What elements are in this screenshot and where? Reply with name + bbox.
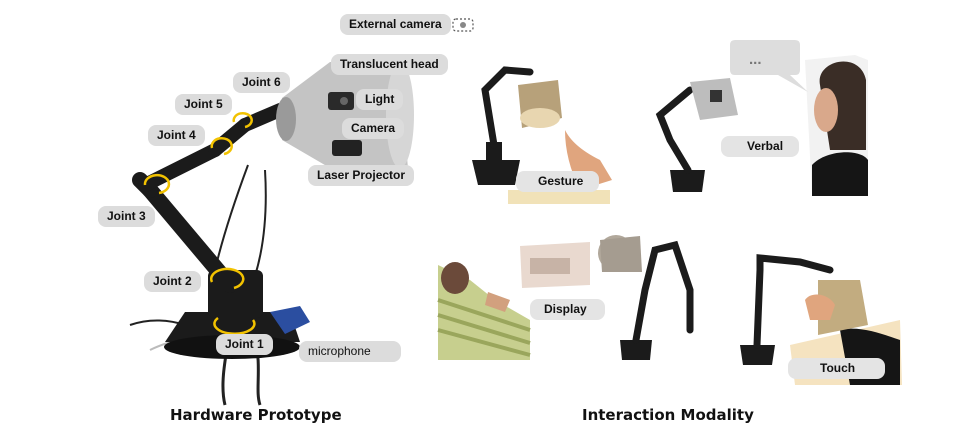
speech-bubble-text: ... [749, 51, 762, 68]
label-light: Light [356, 89, 404, 110]
label-joint-5: Joint 5 [175, 94, 232, 115]
translucent-head-shape [276, 62, 414, 168]
label-touch: Touch [788, 358, 886, 379]
label-camera: Camera [342, 118, 405, 139]
label-joint-1: Joint 1 [216, 334, 273, 355]
label-joint-3: Joint 3 [98, 206, 155, 227]
label-display: Display [530, 299, 605, 320]
caption-interaction-modality: Interaction Modality [582, 406, 754, 424]
verbal-panel [655, 40, 868, 196]
label-external-camera: External camera [340, 14, 451, 35]
label-translucent-head: Translucent head [331, 54, 448, 75]
label-joint-6: Joint 6 [233, 72, 290, 93]
hardware-robot [129, 62, 414, 406]
label-verbal: Verbal [721, 136, 800, 157]
label-joint-4: Joint 4 [148, 125, 205, 146]
external-camera-icon [452, 18, 474, 32]
label-microphone: microphone [299, 341, 401, 362]
label-joint-2: Joint 2 [144, 271, 201, 292]
label-laser-projector: Laser Projector [308, 165, 415, 186]
speech-bubble-shape [730, 40, 808, 92]
microphone-shape [270, 306, 310, 334]
label-gesture: Gesture [516, 171, 600, 192]
display-panel [437, 235, 694, 360]
caption-hardware-prototype: Hardware Prototype [170, 406, 342, 424]
